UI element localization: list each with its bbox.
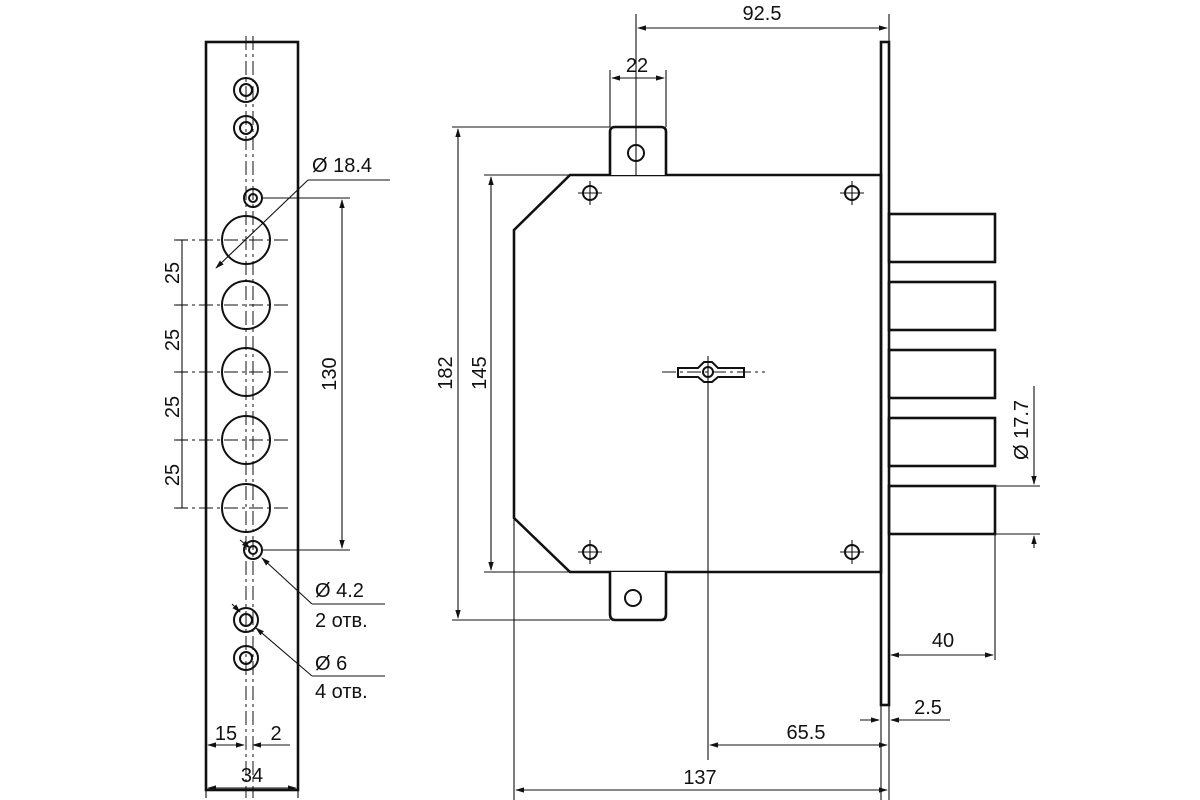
small-hole-count: 2 отв.	[315, 610, 368, 632]
bolts	[887, 212, 997, 536]
width-dimensions: 15 2 34	[205, 700, 299, 798]
bolt-projection-dimension: 40	[890, 534, 996, 660]
mount-hole-diameter: Ø 6	[315, 653, 347, 675]
screw-holes	[578, 181, 864, 564]
bolt-projection-label: 40	[932, 630, 954, 652]
outer-height-dimension: 182	[435, 126, 610, 621]
backset-total-label: 92.5	[743, 3, 782, 25]
keyhole	[662, 356, 765, 760]
pitch-dimension: 25 25 25 25	[162, 239, 188, 509]
backset-dimension: 65.5	[709, 722, 888, 748]
body-height-dimension: 145	[469, 174, 570, 573]
pitch-label: 25	[162, 396, 184, 418]
hole-diameter-callout: Ø 18.4	[215, 155, 390, 269]
body-length-label: 137	[683, 767, 716, 789]
small-hole-callout: Ø 4.2 2 отв.	[239, 539, 385, 632]
mount-hole	[233, 115, 259, 141]
pitch-label: 25	[162, 262, 184, 284]
hole-diameter-label: Ø 18.4	[312, 155, 372, 177]
mount-hole	[233, 645, 259, 671]
body-height-label: 145	[469, 356, 491, 389]
faceplate-thickness-label: 2.5	[914, 697, 942, 719]
span-label: 130	[319, 357, 341, 390]
backset-label: 65.5	[787, 722, 826, 744]
offset-left-label: 15	[215, 723, 237, 745]
faceplate-thickness-dimension: 2.5	[860, 697, 950, 800]
mount-hole	[233, 607, 259, 633]
tab-width-dimension: 22	[609, 55, 667, 127]
lock-body: 92.5 22 182 145 Ø 17.	[435, 3, 1040, 800]
faceplate-strip: 25 25 25 25 130 Ø 18.4 Ø 4.2 2 отв.	[162, 36, 390, 798]
backset-total-dimension: 92.5	[635, 3, 890, 175]
offset-right-label: 2	[270, 723, 281, 745]
pitch-label: 25	[162, 464, 184, 486]
outer-height-label: 182	[435, 356, 457, 389]
span-dimension: 130	[262, 197, 350, 551]
strip-width-label: 34	[241, 765, 263, 787]
body-length-dimension: 137	[513, 518, 888, 800]
pitch-label: 25	[162, 329, 184, 351]
bolt-diameter-dimension: Ø 17.7	[995, 386, 1040, 548]
small-hole-diameter: Ø 4.2	[315, 580, 364, 602]
mount-hole-count: 4 отв.	[315, 681, 368, 703]
tab-width-label: 22	[626, 55, 648, 77]
bolt-diameter-label: Ø 17.7	[1011, 400, 1033, 460]
mount-hole	[233, 77, 259, 103]
mount-hole-callout: Ø 6 4 отв.	[231, 603, 385, 703]
